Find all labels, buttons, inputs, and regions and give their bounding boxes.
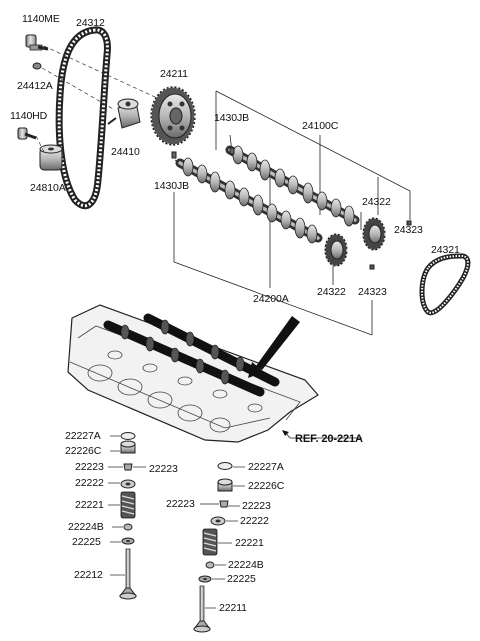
part-label-22223-right-b: 22223 <box>242 500 271 512</box>
dashed-leaders <box>35 45 156 153</box>
part-label-22222-left: 22222 <box>75 477 104 489</box>
part-label-24412a: 24412A <box>17 80 53 92</box>
part-label-22227a-left: 22227A <box>65 430 101 442</box>
bolt-1140me <box>25 34 49 51</box>
camshaft-bracket-lines <box>173 90 411 336</box>
part-label-22224b-right: 22224B <box>228 559 264 571</box>
valve-train-right <box>193 462 233 633</box>
part-label-22221-left: 22221 <box>75 499 104 511</box>
part-label-22223-left-b: 22223 <box>149 463 178 475</box>
tensioner-24410 <box>107 98 141 129</box>
part-label-24323-top: 24323 <box>394 224 423 236</box>
part-label-24410: 24410 <box>111 146 140 158</box>
valve-leader-lines <box>108 435 245 609</box>
cam-chain-24321 <box>419 253 471 316</box>
part-label-22223-right-a: 22223 <box>166 498 195 510</box>
part-label-22223-left-a: 22223 <box>75 461 104 473</box>
part-label-24211: 24211 <box>160 68 188 80</box>
part-label-24810a: 24810A <box>30 182 66 194</box>
camshaft-24100c <box>225 145 360 227</box>
part-label-24322-top: 24322 <box>362 196 391 208</box>
part-label-22227a-right: 22227A <box>248 461 284 473</box>
part-label-24200a: 24200A <box>253 293 289 305</box>
part-label-24323-bot: 24323 <box>358 286 387 298</box>
part-label-22222-right: 22222 <box>240 515 269 527</box>
part-label-22221-right: 22221 <box>235 537 264 549</box>
camshaft-24200a <box>175 157 323 244</box>
pin-24323 <box>369 220 412 270</box>
part-label-24100c: 24100C <box>302 120 339 132</box>
part-label-24312: 24312 <box>76 17 105 29</box>
timing-belt-24312 <box>55 26 111 210</box>
cylinder-head <box>67 304 319 443</box>
cam-gear-24322-lower <box>324 233 348 267</box>
reference-label: REF. 20-221A <box>295 433 363 445</box>
assembly-arrow <box>248 316 300 378</box>
part-label-22211: 22211 <box>219 602 247 614</box>
part-label-24322-bot: 24322 <box>317 286 346 298</box>
part-label-22226c-left: 22226C <box>65 445 102 457</box>
part-label-24321: 24321 <box>431 244 460 256</box>
cam-gear-24322-upper <box>362 217 386 251</box>
part-label-22225-right: 22225 <box>227 573 256 585</box>
part-label-22224b-left: 22224B <box>68 521 104 533</box>
part-label-1430jb-top: 1430JB <box>214 112 250 124</box>
part-label-22226c-right: 22226C <box>248 480 285 492</box>
part-label-22212: 22212 <box>74 569 103 581</box>
part-label-22225-left: 22225 <box>72 536 101 548</box>
washer-24412a <box>32 62 42 70</box>
cam-sprocket-24211 <box>150 86 196 146</box>
part-label-1430jb-mid: 1430JB <box>154 180 190 192</box>
idler-pulley-24810a <box>39 144 63 171</box>
part-label-1140me: 1140ME <box>22 13 60 25</box>
part-label-1140hd: 1140HD <box>10 110 48 122</box>
pin-1430jb <box>171 147 235 159</box>
valve-train-left <box>119 432 137 600</box>
bolt-1140hd <box>17 127 37 140</box>
